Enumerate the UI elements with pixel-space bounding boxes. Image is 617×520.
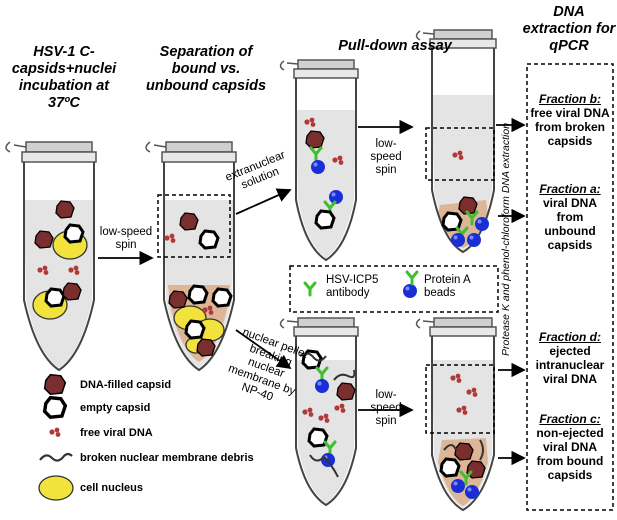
fraction-b-text: free viral DNA from broken capsids (530, 106, 610, 148)
legend-dna-filled-capsid: DNA-filled capsid (80, 379, 172, 391)
fraction-a-name: Fraction a: (539, 182, 601, 196)
fractions-box (526, 63, 614, 511)
tube-incubation (5, 141, 97, 372)
fraction-d-name: Fraction d: (539, 330, 601, 344)
fraction-d: Fraction d: ejected intranuclear viral D… (530, 330, 610, 386)
title-pulldown: Pull-down assay (338, 38, 452, 54)
fraction-d-text: ejected intranuclear viral DNA (535, 344, 605, 386)
tube-fraction-cd (415, 317, 497, 512)
fraction-b-name: Fraction b: (539, 92, 601, 106)
label-spin-3: low-speed spin (370, 389, 402, 427)
tube-fraction-ab (415, 29, 497, 254)
fraction-a-text: viral DNA from unbound capsids (542, 196, 598, 252)
label-protease-extraction: Protease K and phenol-chloroform DNA ext… (500, 122, 512, 356)
legend-cell-nucleus: cell nucleus (80, 482, 143, 494)
legend-membrane-debris: broken nuclear membrane debris (80, 452, 254, 464)
reagent-antibody-label: HSV-ICP5 antibody (326, 274, 379, 299)
fraction-c-name: Fraction c: (539, 412, 601, 426)
fraction-b: Fraction b: free viral DNA from broken c… (530, 92, 610, 148)
fraction-c: Fraction c: non-ejected viral DNA from b… (530, 412, 610, 482)
tube-pulldown-extranuclear (279, 59, 359, 262)
legend-icons (38, 373, 74, 501)
fraction-a: Fraction a: viral DNA from unbound capsi… (530, 182, 610, 252)
reagent-key-box (289, 265, 499, 313)
tube-separation (145, 141, 237, 372)
label-spin-2: low-speed spin (370, 138, 402, 176)
title-incubation: HSV-1 C-capsids+nuclei incubation at 37º… (11, 44, 117, 111)
tube-pulldown-nuclear (279, 317, 359, 507)
fraction-c-text: non-ejected viral DNA from bound capsids (536, 426, 604, 482)
legend-empty-capsid: empty capsid (80, 402, 151, 414)
legend-free-viral-dna: free viral DNA (80, 427, 153, 439)
title-extraction: DNA extraction for qPCR (522, 4, 616, 54)
label-spin-1: low-speed spin (99, 226, 153, 251)
title-separation: Separation of bound vs. unbound capsids (145, 44, 267, 94)
reagent-beads-label: Protein A beads (424, 274, 471, 299)
